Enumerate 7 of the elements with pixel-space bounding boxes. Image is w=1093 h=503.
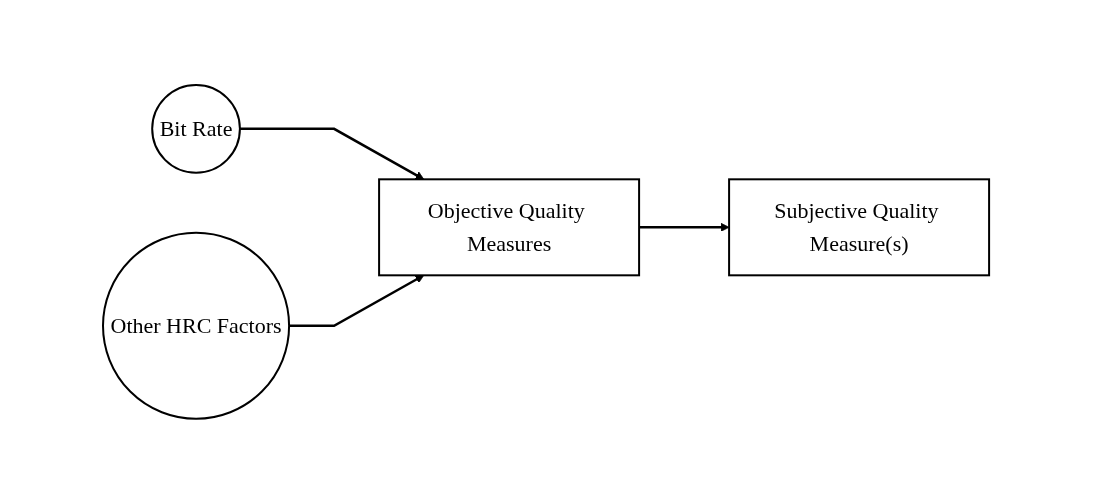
arrow xyxy=(289,274,425,327)
node-box: Objective Quality Measures xyxy=(378,177,641,276)
node-circle: Other HRC Factors xyxy=(102,231,291,420)
node-box: Subjective Quality Measure(s) xyxy=(728,177,991,276)
node-circle: Bit Rate xyxy=(151,83,242,174)
arrow xyxy=(240,127,425,180)
arrow xyxy=(639,222,730,232)
